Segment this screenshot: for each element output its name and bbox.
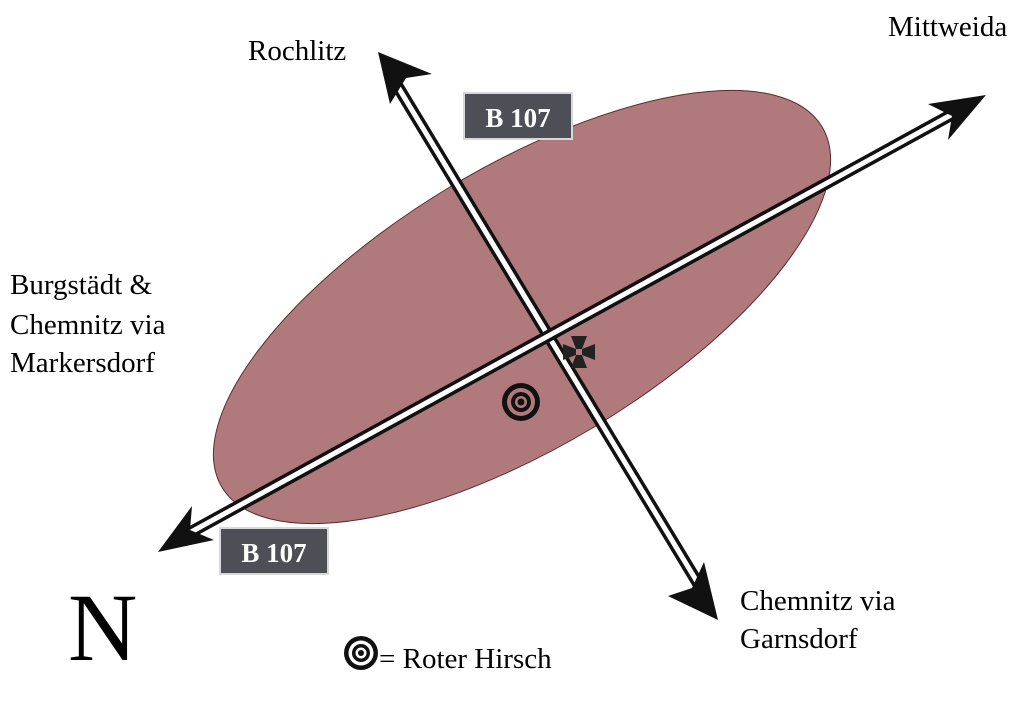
route-sign-lower: B 107 (219, 527, 329, 575)
north-marker: N (68, 574, 137, 681)
arrow-burgstaedt-icon (158, 506, 214, 552)
road-burgstaedt-mittweida (179, 104, 963, 543)
arrow-mittweida-icon (928, 95, 986, 140)
target-icon (502, 383, 540, 421)
svg-text:B 107: B 107 (241, 538, 306, 568)
label-burgstaedt-line2: Chemnitz via (10, 309, 166, 341)
label-rochlitz: Rochlitz (248, 35, 346, 67)
label-garnsdorf-line1: Chemnitz via (740, 585, 896, 617)
svg-text:B 107: B 107 (485, 103, 550, 133)
label-garnsdorf-line2: Garnsdorf (740, 623, 858, 655)
label-burgstaedt-line3: Markersdorf (10, 347, 155, 379)
legend-text: = Roter Hirsch (379, 643, 552, 675)
arrow-garnsdorf-icon (668, 562, 718, 620)
label-burgstaedt-line1: Burgstädt & (10, 269, 152, 301)
town-area (212, 89, 832, 525)
route-sign-upper: B 107 (463, 92, 573, 140)
legend: = Roter Hirsch (344, 636, 552, 675)
cross-icon (563, 336, 595, 368)
legend-target-icon (344, 636, 378, 670)
label-mittweida: Mittweida (888, 11, 1007, 43)
arrow-rochlitz-icon (378, 52, 432, 104)
